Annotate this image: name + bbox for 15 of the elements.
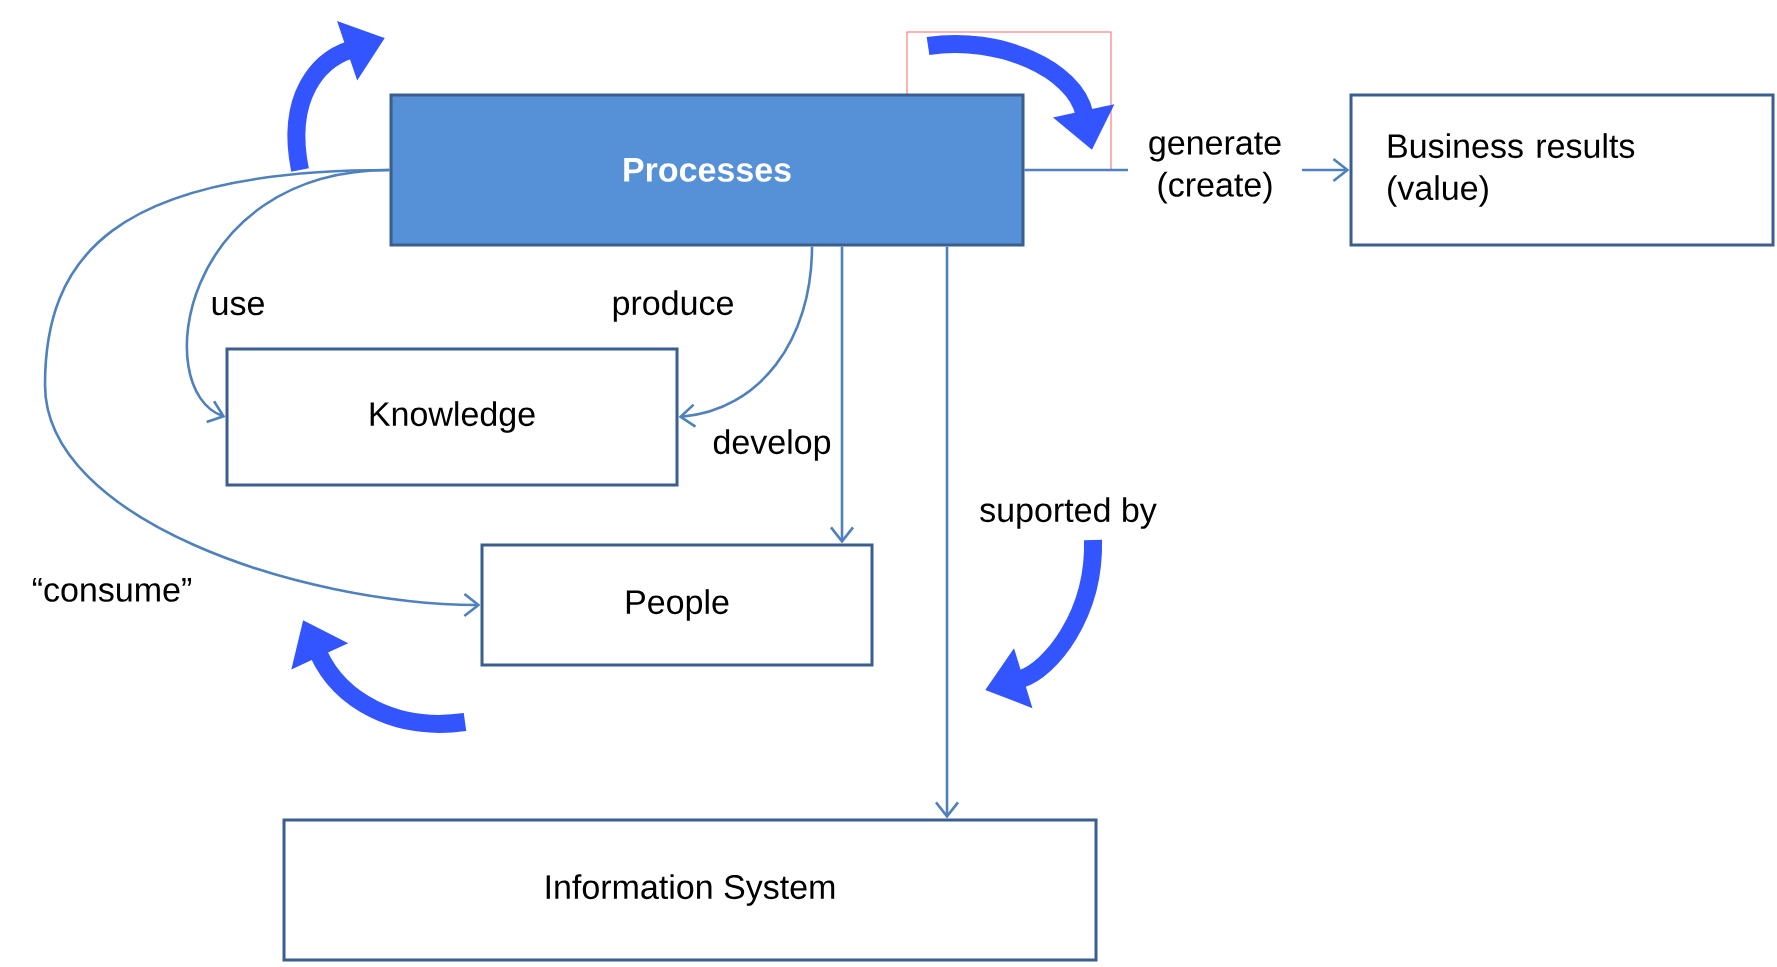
edge-label: use [208, 294, 268, 318]
arrow [43, 168, 481, 617]
result-box: Business results (value) [1349, 93, 1775, 247]
concept-box: Information System [282, 818, 1098, 962]
edge-label: develop [710, 427, 834, 463]
arrow [830, 246, 855, 544]
process-box: Processes [389, 93, 1025, 247]
arrow [935, 246, 960, 819]
concept-box: Knowledge [225, 347, 679, 487]
concept-box: People [480, 543, 874, 667]
arrow [678, 246, 814, 428]
edge-label: generate (create) [1128, 130, 1302, 206]
edge-label: produce [609, 288, 737, 324]
edge-label: “consume” [29, 576, 195, 604]
edge-label: suported by [977, 495, 1159, 531]
